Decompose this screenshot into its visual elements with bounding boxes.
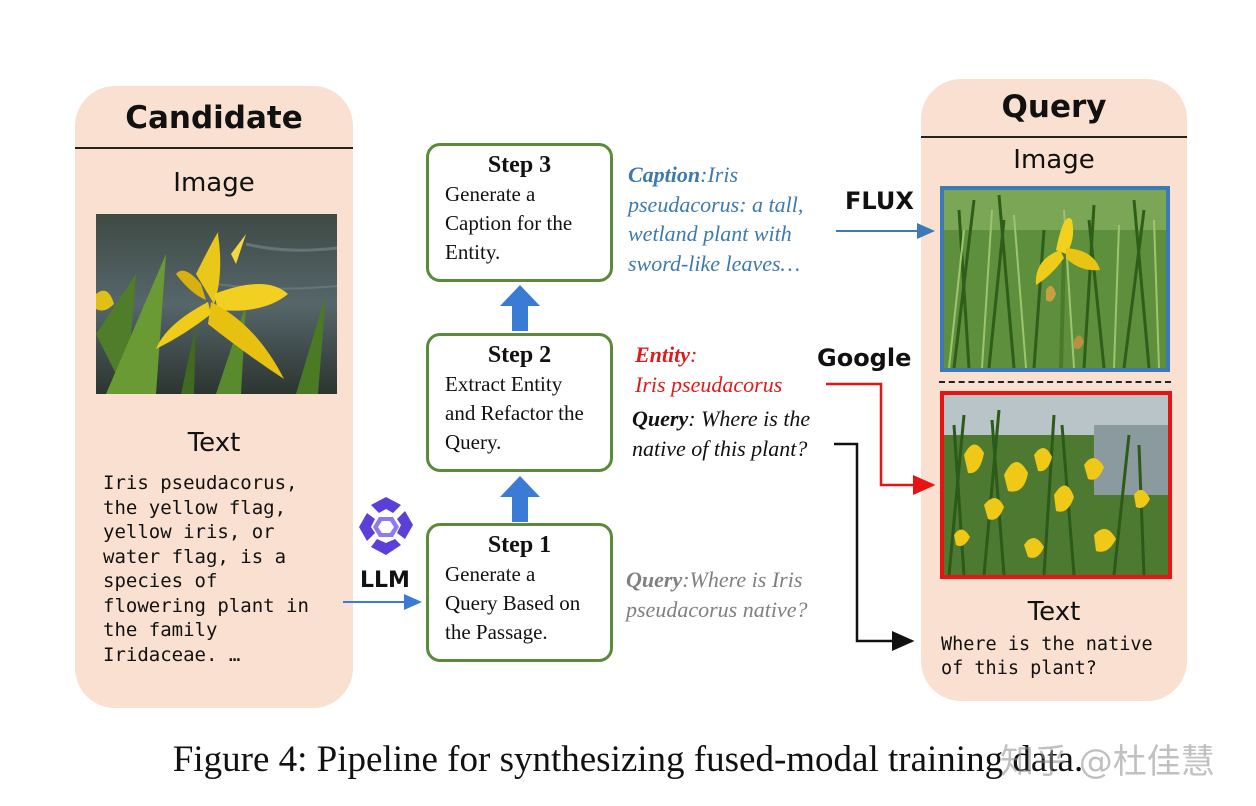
entity-key: Entity [635,342,691,367]
step1-to-step2-arrow [500,476,540,522]
watermark: 知乎 @杜佳慧 [1000,742,1215,782]
query-to-text-arrow [834,442,915,651]
refactored-query-key: Query [632,406,689,431]
candidate-title: Candidate [125,100,303,136]
step2-to-step3-arrow [500,285,540,331]
llm-logo-icon [355,495,417,559]
google-label: Google [817,344,912,372]
refactored-query-text: : Where is the native of this plant? [632,406,811,461]
step-1-box: Step 1 Generate a Query Based on the Pas… [426,523,613,662]
step-3-box: Step 3 Generate a Caption for the Entity… [426,143,613,282]
llm-label: LLM [360,568,410,593]
caption-text: :Iris pseudacorus: a tall, wetland plant… [628,162,804,276]
initial-query-text: :Where is Iris pseudacorus native? [626,567,808,622]
candidate-divider [75,147,353,149]
query-panel: Query Image Text Where is the native of … [921,79,1187,701]
caption-output: Caption:Iris pseudacorus: a tall, wetlan… [628,160,848,278]
step-2-body: Extract Entity and Refactor the Query. [445,372,584,454]
candidate-panel: Candidate Image Text Iris pseudacorus, t… [75,86,353,708]
query-text: Where is the native of this plant? [941,634,1153,679]
query-image-label: Image [1013,145,1095,175]
candidate-text-label: Text [187,428,241,458]
query-title: Query [1001,89,1107,125]
step-2-title: Step 2 [487,342,552,368]
candidate-passage: Iris pseudacorus, the yellow flag, yello… [103,472,309,666]
entity-text: : Iris pseudacorus [635,342,783,397]
initial-query-key: Query [626,567,683,592]
refactored-query-output: Query: Where is the native of this plant… [632,404,852,463]
query-divider [921,136,1187,138]
initial-query-output: Query:Where is Iris pseudacorus native? [626,565,846,624]
query-dashed-divider [939,381,1171,383]
query-text-label: Text [1027,597,1081,627]
step-3-title: Step 3 [487,152,552,178]
figure-caption: Figure 4: Pipeline for synthesizing fuse… [172,739,1084,780]
caption-key: Caption [628,162,701,187]
google-retrieved-photo [940,391,1172,579]
flux-generated-photo [940,186,1170,372]
flux-label: FLUX [845,187,914,215]
step-2-box: Step 2 Extract Entity and Refactor the Q… [426,333,613,472]
step-1-title: Step 1 [487,532,552,558]
candidate-iris-photo [96,214,337,394]
candidate-image-label: Image [173,168,255,198]
step-3-body: Generate a Caption for the Entity. [445,182,573,264]
entity-to-google-arrow [826,382,936,495]
entity-output: Entity: Iris pseudacorus [635,340,835,399]
step-1-body: Generate a Query Based on the Passage. [445,562,581,644]
